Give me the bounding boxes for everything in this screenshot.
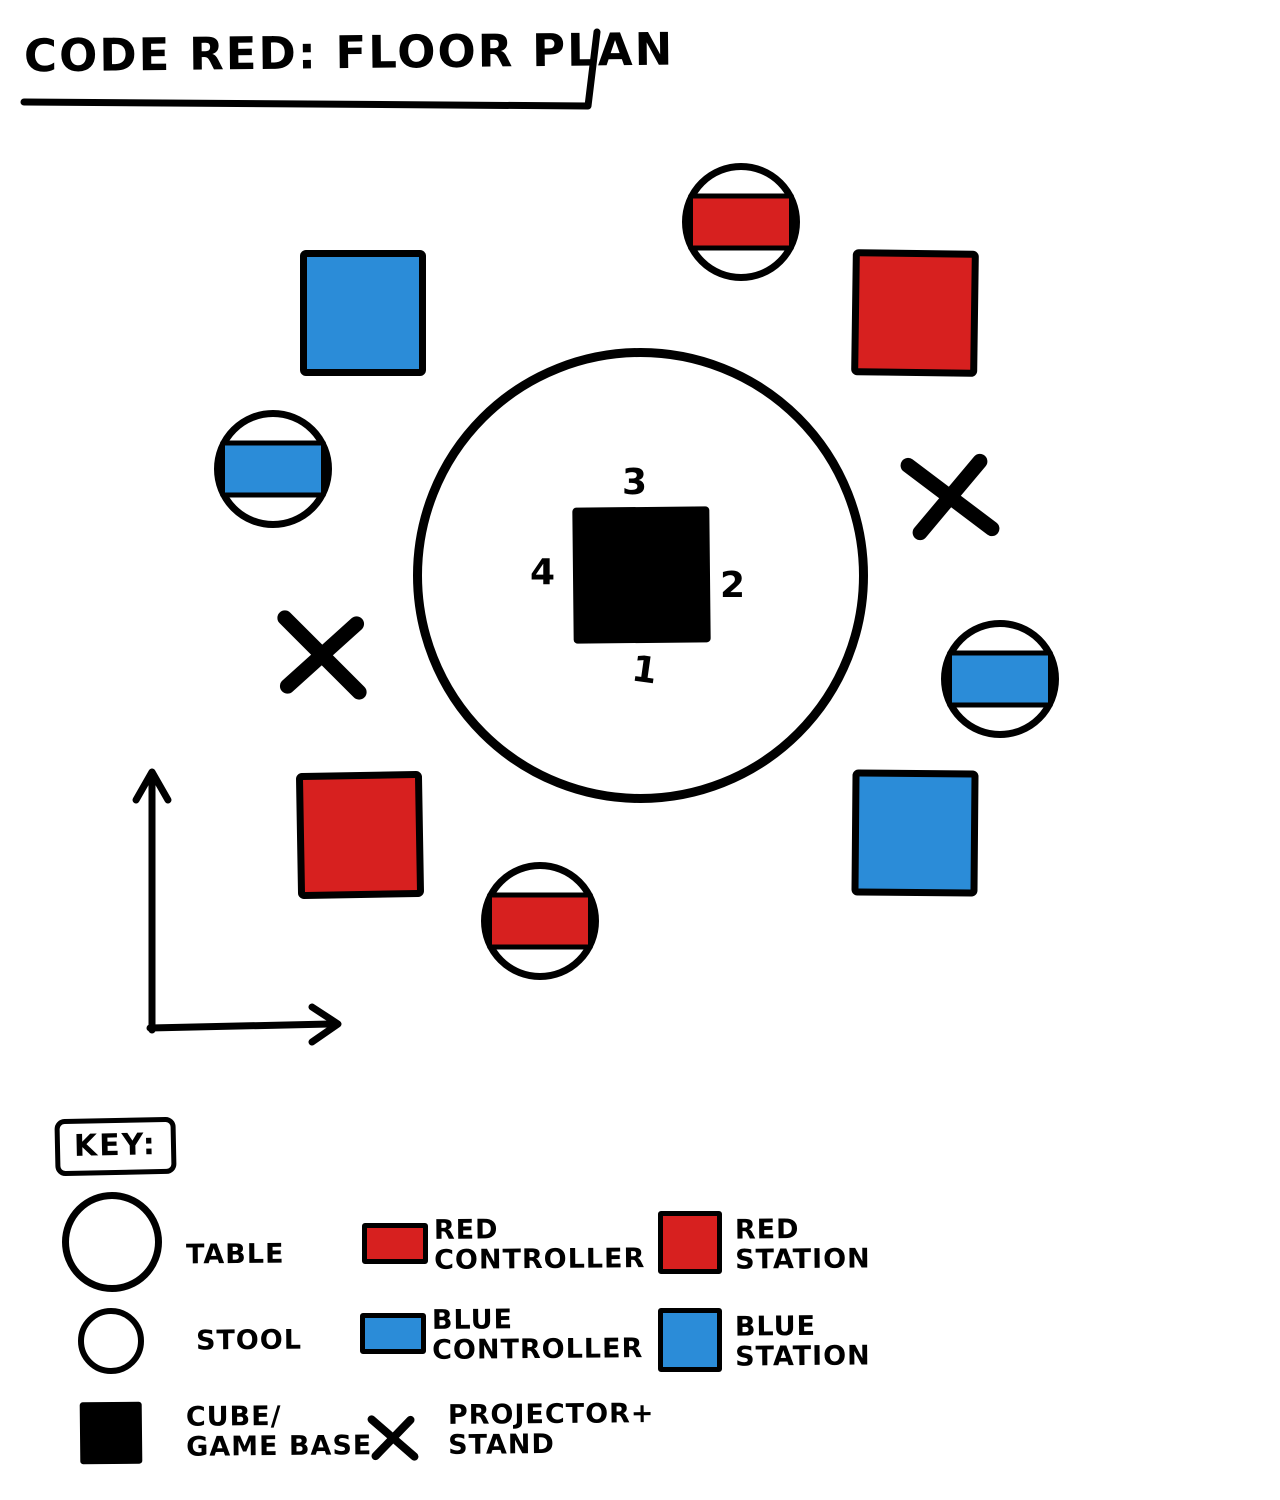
- legend-label-blue-controller: BLUE CONTROLLER: [431, 1304, 644, 1367]
- table-legend-icon: [62, 1192, 162, 1292]
- legend-label-projector: PROJECTOR+ STAND: [447, 1398, 655, 1462]
- table: [413, 348, 868, 803]
- projector-stand-left: [254, 587, 390, 723]
- blue-station-top-left: [300, 250, 426, 376]
- blue-station-legend-icon: [658, 1308, 722, 1372]
- red-controller-bottom: [487, 892, 593, 950]
- stool-right: [941, 620, 1059, 738]
- cube-side-label-left: 4: [530, 552, 556, 593]
- cube-game-base: [572, 506, 711, 644]
- legend-label-table: TABLE: [185, 1238, 285, 1271]
- legend-label-blue-station: BLUE STATION: [734, 1310, 871, 1373]
- stool-legend-icon: [78, 1308, 144, 1374]
- projector-stand-legend-icon: [358, 1403, 427, 1472]
- projector-stand-right: [890, 437, 1010, 557]
- blue-controller-legend-icon: [360, 1313, 426, 1354]
- cube-side-label-top: 3: [622, 462, 648, 503]
- legend-label-cube: CUBE/ GAME BASE: [185, 1400, 373, 1464]
- stool-top: [682, 163, 800, 281]
- blue-station-bottom-right: [851, 769, 979, 897]
- red-station-top-right: [851, 249, 979, 377]
- blue-controller-left: [220, 440, 326, 498]
- stool-left: [214, 410, 332, 528]
- cube-legend-icon: [79, 1401, 143, 1465]
- key-title: KEY:: [54, 1116, 177, 1177]
- stool-bottom: [481, 862, 599, 980]
- red-station-legend-icon: [658, 1211, 722, 1274]
- legend-label-red-station: RED STATION: [734, 1214, 871, 1276]
- x-bar: [909, 450, 991, 544]
- blue-controller-right: [947, 650, 1053, 708]
- red-controller-top: [688, 193, 794, 251]
- cube-side-label-right: 2: [720, 565, 746, 606]
- legend-label-stool: STOOL: [195, 1324, 303, 1357]
- red-controller-legend-icon: [362, 1223, 428, 1264]
- page-title: CODE RED: FLOOR PLAN: [23, 22, 675, 83]
- legend-label-red-controller: RED CONTROLLER: [433, 1214, 646, 1277]
- axes-icon: [132, 768, 342, 1046]
- title-underline-sketch: [20, 28, 601, 110]
